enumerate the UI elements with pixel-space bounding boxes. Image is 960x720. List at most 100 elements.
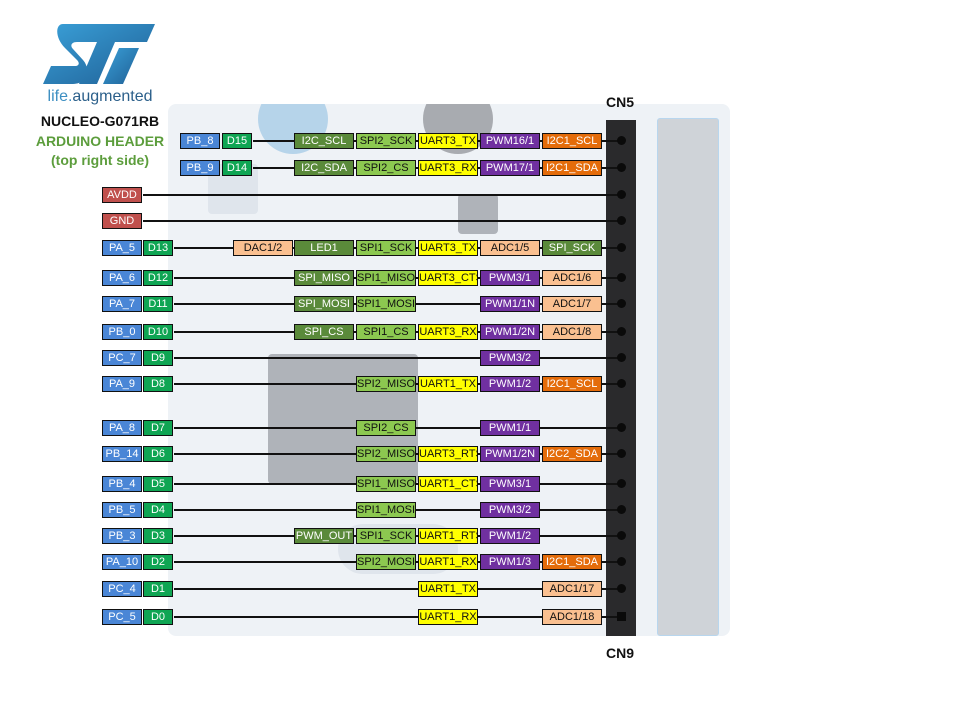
arduino-pin-label: D12	[143, 270, 173, 286]
function-label: PWM1/2N	[480, 324, 540, 340]
function-label: UART1_RX	[418, 609, 478, 625]
header-pin	[617, 557, 626, 566]
port-label: PB_8	[180, 133, 220, 149]
function-label: UART3_RTS	[418, 446, 478, 462]
function-label: I2C1_SDA	[542, 160, 602, 176]
function-label: SPI1_MOSI	[356, 502, 416, 518]
function-label: PWM3/1	[480, 270, 540, 286]
function-label: ADC1/8	[542, 324, 602, 340]
header-pin	[617, 353, 626, 362]
function-label: UART3_CTS	[418, 270, 478, 286]
port-label: PB_14	[102, 446, 142, 462]
arduino-pin-label: D9	[143, 350, 173, 366]
chip-u4	[458, 194, 498, 234]
arduino-pin-label: D4	[143, 502, 173, 518]
arduino-pin-label: D7	[143, 420, 173, 436]
function-label: UART3_TX	[418, 240, 478, 256]
header-pin	[617, 327, 626, 336]
connection-wire	[174, 357, 621, 359]
function-label: UART3_RX	[418, 160, 478, 176]
header-pin	[617, 479, 626, 488]
function-label: PWM1/3	[480, 554, 540, 570]
port-label: PA_7	[102, 296, 142, 312]
function-label: SPI2_CS	[356, 160, 416, 176]
function-label: ADC1/7	[542, 296, 602, 312]
pin-row-gnd: GND	[0, 213, 960, 229]
header-pin	[617, 216, 626, 225]
function-label: SPI_MOSI	[294, 296, 354, 312]
arduino-pin-label: D8	[143, 376, 173, 392]
function-label: ADC1/18	[542, 609, 602, 625]
header-title: ARDUINO HEADER	[35, 133, 165, 149]
function-label: PWM1/2	[480, 376, 540, 392]
function-label: PWM3/1	[480, 476, 540, 492]
function-label: I2C1_SCL	[542, 133, 602, 149]
port-label: PC_5	[102, 609, 142, 625]
function-label: PWM_OUT	[294, 528, 354, 544]
connection-wire	[174, 616, 621, 618]
arduino-pin-label: D3	[143, 528, 173, 544]
function-label: UART1_TX	[418, 376, 478, 392]
port-label: GND	[102, 213, 142, 229]
cn10-morpho-header	[657, 118, 719, 636]
function-label: PWM1/2	[480, 528, 540, 544]
function-label: I2C1_SCL	[542, 376, 602, 392]
arduino-pin-label: D11	[143, 296, 173, 312]
function-label: SPI2_CS	[356, 420, 416, 436]
header-pin	[617, 449, 626, 458]
brand-tagline: life.augmented	[0, 88, 200, 106]
cn5-cn9-header-strip	[606, 120, 636, 636]
header-pin	[617, 299, 626, 308]
function-label: SPI1_MISO	[356, 476, 416, 492]
function-label: UART1_TX	[418, 581, 478, 597]
function-label: SPI2_MISO	[356, 446, 416, 462]
mcu-chip	[268, 354, 418, 484]
port-label: PB_5	[102, 502, 142, 518]
function-label: PWM1/2N	[480, 446, 540, 462]
connector-label-cn9: CN9	[606, 645, 635, 661]
function-label: SPI_MISO	[294, 270, 354, 286]
header-pin	[617, 531, 626, 540]
header-pin	[617, 190, 626, 199]
function-label: DAC1/2	[233, 240, 293, 256]
function-label: I2C1_SDA	[542, 554, 602, 570]
function-label: UART3_TX	[418, 133, 478, 149]
function-label: SPI_CS	[294, 324, 354, 340]
port-label: PB_3	[102, 528, 142, 544]
function-label: UART1_CTS	[418, 476, 478, 492]
port-label: AVDD	[102, 187, 142, 203]
port-label: PB_4	[102, 476, 142, 492]
port-label: PA_9	[102, 376, 142, 392]
port-label: PA_10	[102, 554, 142, 570]
function-label: I2C2_SDA	[542, 446, 602, 462]
header-pin	[617, 136, 626, 145]
function-label: PWM1/1N	[480, 296, 540, 312]
connection-wire	[174, 588, 621, 590]
function-label: I2C_SDA	[294, 160, 354, 176]
function-label: ADC1/6	[542, 270, 602, 286]
arduino-pin-label: D0	[143, 609, 173, 625]
header-pin	[617, 584, 626, 593]
function-label: SPI_SCK	[542, 240, 602, 256]
function-label: PWM3/2	[480, 350, 540, 366]
arduino-pin-label: D5	[143, 476, 173, 492]
tagline-augmented: augmented	[72, 88, 153, 105]
function-label: SPI2_MISO	[356, 376, 416, 392]
function-label: UART1_RX	[418, 554, 478, 570]
header-pin	[617, 423, 626, 432]
arduino-pin-label: D10	[143, 324, 173, 340]
st-logo	[43, 22, 157, 91]
function-label: SPI1_CS	[356, 324, 416, 340]
arduino-pin-label: D15	[222, 133, 252, 149]
